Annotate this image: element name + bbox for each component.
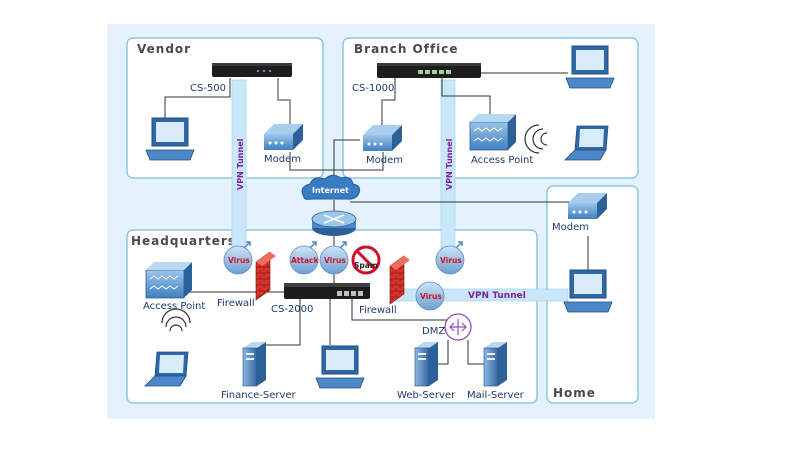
virus-bubble-icon bbox=[223, 241, 253, 275]
finance-server-icon bbox=[242, 342, 266, 387]
branch-access-point-label: Access Point bbox=[471, 155, 533, 166]
vendor-pc-icon bbox=[145, 117, 195, 161]
attack-label: Attack bbox=[291, 256, 319, 265]
dmz-switch-icon bbox=[444, 313, 472, 341]
spam-blocked-icon bbox=[351, 245, 381, 275]
virus-bubble-icon-2 bbox=[319, 241, 349, 275]
cs500-label: CS-500 bbox=[190, 83, 226, 94]
firewall-right-icon bbox=[389, 255, 410, 305]
cs2000-router bbox=[284, 283, 370, 299]
hq-access-point-icon bbox=[145, 262, 192, 299]
firewall-left-label: Firewall bbox=[217, 298, 255, 309]
virus-bubble-icon-4 bbox=[415, 281, 445, 311]
branch-modem-icon bbox=[363, 125, 402, 151]
branch-pc-icon bbox=[565, 45, 615, 89]
vendor-vpn-tunnel-label: VPN Tunnel bbox=[236, 138, 245, 190]
hq-wireless-signal-icon bbox=[161, 308, 191, 332]
home-pc-icon bbox=[563, 269, 613, 313]
virus-bubble-icon-3 bbox=[435, 241, 465, 275]
virus-label-2: Virus bbox=[324, 256, 346, 265]
vendor-modem-label: Modem bbox=[264, 154, 301, 165]
home-vpn-tunnel-label: VPN Tunnel bbox=[468, 291, 526, 301]
branch-modem-label: Modem bbox=[366, 155, 403, 166]
cs1000-label: CS-1000 bbox=[352, 83, 394, 94]
branch-access-point-icon bbox=[469, 114, 516, 151]
home-modem-icon bbox=[568, 193, 607, 219]
hq-access-point-label: Access Point bbox=[143, 301, 205, 312]
finance-server-label: Finance-Server bbox=[221, 390, 297, 401]
cs2000-label: CS-2000 bbox=[271, 304, 313, 315]
router-icon bbox=[311, 210, 357, 236]
cs1000-router bbox=[377, 63, 481, 78]
internet-cloud-icon bbox=[301, 174, 361, 200]
dmz-label: DMZ bbox=[422, 326, 445, 337]
attack-bubble-icon bbox=[289, 241, 319, 275]
home-title: Home bbox=[553, 386, 596, 400]
cs500-router bbox=[212, 63, 292, 77]
hq-laptop-icon bbox=[144, 351, 189, 387]
web-server-icon bbox=[414, 342, 438, 387]
vendor-modem-icon bbox=[264, 124, 303, 150]
firewall-left-icon bbox=[255, 251, 276, 301]
mail-server-icon bbox=[483, 342, 507, 387]
branch-laptop-icon bbox=[564, 125, 609, 161]
headquarters-title: Headquarters bbox=[131, 234, 236, 248]
mail-server-label: Mail-Server bbox=[467, 390, 525, 401]
web-server-label: Web-Server bbox=[397, 390, 456, 401]
virus-label-3: Virus bbox=[440, 256, 462, 265]
branch-wireless-signal-icon bbox=[524, 124, 548, 154]
firewall-right-label: Firewall bbox=[359, 305, 397, 316]
virus-label-4: Virus bbox=[420, 292, 442, 301]
vendor-title: Vendor bbox=[137, 42, 191, 56]
spam-label: Spam bbox=[354, 261, 378, 270]
hq-pc-icon bbox=[315, 345, 365, 389]
virus-label-1: Virus bbox=[228, 256, 250, 265]
branch-title: Branch Office bbox=[354, 42, 459, 56]
home-modem-label: Modem bbox=[552, 222, 589, 233]
internet-label: Internet bbox=[312, 186, 349, 195]
branch-vpn-tunnel-label: VPN Tunnel bbox=[445, 138, 454, 190]
